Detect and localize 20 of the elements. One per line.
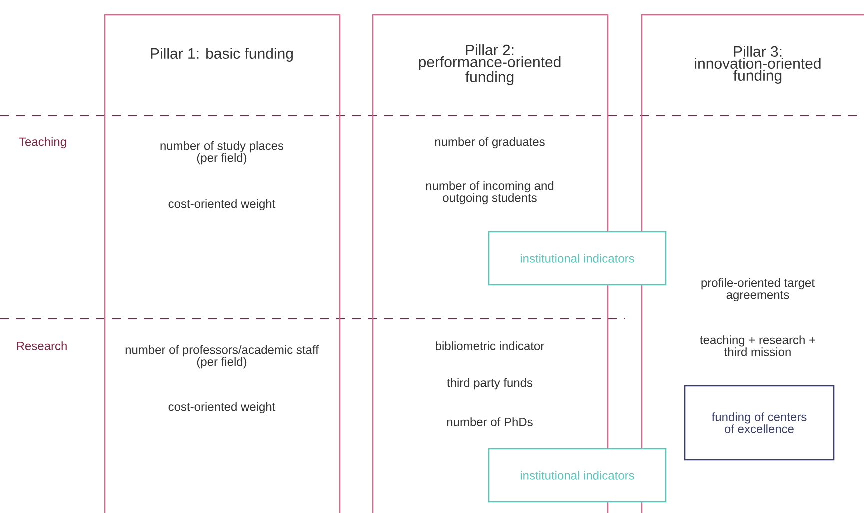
indicator-box: funding of centers of excellence xyxy=(684,385,835,461)
indicator-text: cost-oriented weight xyxy=(168,199,276,211)
row-label: Research xyxy=(17,342,67,350)
pillar-heading: Pillar 2: performance-oriented funding xyxy=(419,44,561,86)
pillar-heading: Pillar 1: basic funding xyxy=(151,48,293,62)
indicator-text: profile-oriented target agreements xyxy=(702,278,815,302)
indicator-box: institutional indicators xyxy=(488,231,667,286)
indicator-text: number of graduates xyxy=(435,137,545,149)
indicator-text: number of study places (per field) xyxy=(160,141,284,165)
pillar-column xyxy=(104,14,341,513)
indicator-text: teaching + research + third mission xyxy=(700,336,816,356)
indicator-text: third party funds xyxy=(447,378,533,390)
row-label: Teaching xyxy=(19,137,66,149)
pillar-heading: Pillar 3: innovation-oriented funding xyxy=(695,46,821,84)
indicator-text: number of professors/academic staff (per field) xyxy=(126,345,319,369)
indicator-text: bibliometric indicator xyxy=(436,342,544,350)
indicator-text: cost-oriented weight xyxy=(168,402,276,414)
indicator-text: number of incoming and outgoing students xyxy=(426,181,554,205)
indicator-text: number of PhDs xyxy=(447,418,533,426)
indicator-box: institutional indicators xyxy=(488,448,667,503)
